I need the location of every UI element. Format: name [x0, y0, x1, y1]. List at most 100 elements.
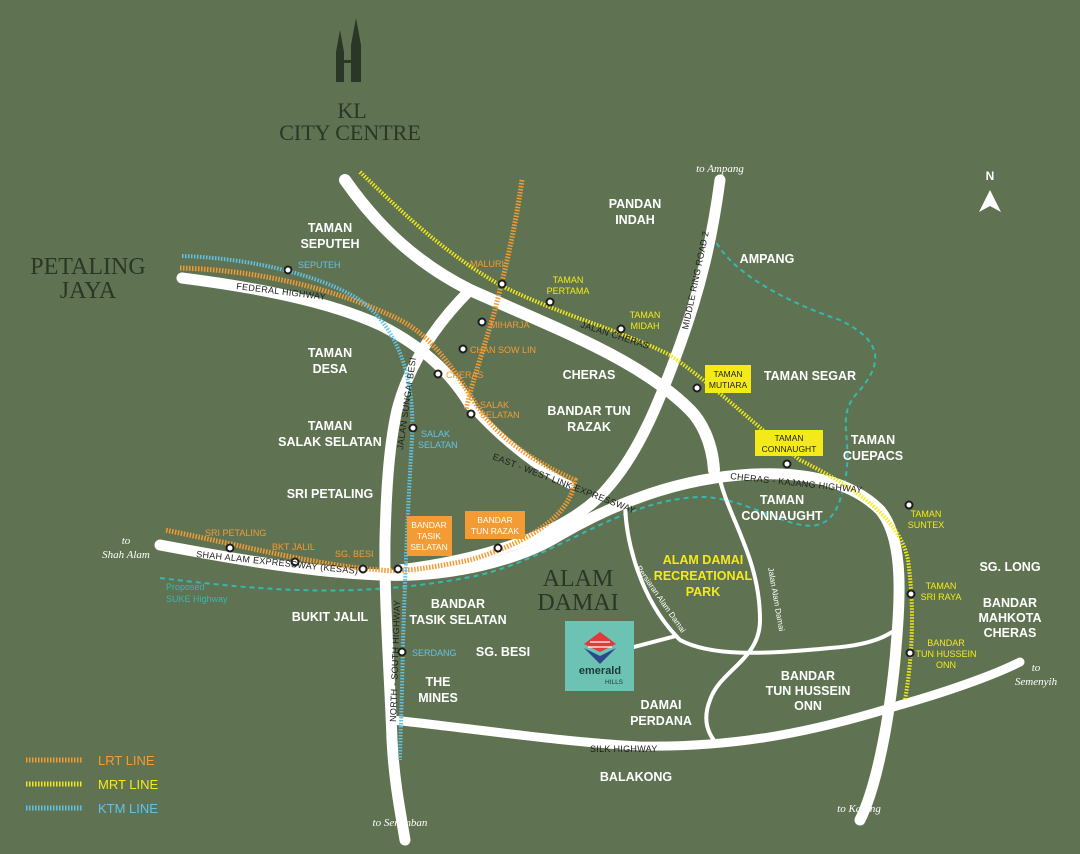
landmark-line2: CITY CENTRE	[279, 120, 421, 145]
svg-text:MALURI: MALURI	[470, 259, 504, 269]
svg-text:BANDAR: BANDAR	[477, 515, 512, 525]
svg-text:TUN HUSSEIN: TUN HUSSEIN	[915, 649, 976, 659]
svg-text:SG. BESI: SG. BESI	[476, 645, 530, 659]
lrt-box-bandar-tasik-selatan	[407, 516, 452, 556]
svg-text:TUN HUSSEIN: TUN HUSSEIN	[766, 684, 851, 698]
svg-text:TAMAN: TAMAN	[926, 581, 957, 591]
svg-text:CHERAS: CHERAS	[984, 626, 1037, 640]
lrt-station-labels: MALURI MIHARJA CHAN SOW LIN CHERAS SALAK…	[205, 259, 536, 559]
persiaran-spur	[628, 634, 678, 650]
svg-text:BANDAR: BANDAR	[781, 669, 835, 683]
svg-text:SRI RAYA: SRI RAYA	[921, 592, 962, 602]
svg-text:PERTAMA: PERTAMA	[547, 286, 590, 296]
north-arrow-icon	[979, 190, 1001, 212]
svg-text:TUN RAZAK: TUN RAZAK	[471, 526, 520, 536]
svg-text:Jalan Alam Damai: Jalan Alam Damai	[766, 567, 786, 632]
region-damai: DAMAI	[537, 590, 618, 616]
svg-text:SALAK: SALAK	[480, 400, 509, 410]
mrt-box-taman-mutiara	[705, 365, 751, 393]
svg-text:SEPUTEH: SEPUTEH	[300, 237, 359, 251]
svg-text:TAMAN: TAMAN	[851, 433, 895, 447]
svg-text:MAHKOTA: MAHKOTA	[979, 611, 1042, 625]
svg-text:TAMAN: TAMAN	[308, 221, 352, 235]
lrt-lines	[164, 179, 578, 574]
svg-text:SELATAN: SELATAN	[418, 440, 458, 450]
direction-labels: to Ampang to Shah Alam to Semenyih to Se…	[102, 163, 1057, 829]
region-petaling: PETALING	[30, 254, 145, 280]
region-jaya: JAYA	[60, 278, 117, 304]
svg-text:CHERAS: CHERAS	[446, 370, 484, 380]
svg-text:BUKIT JALIL: BUKIT JALIL	[292, 610, 369, 624]
svg-text:SELATAN: SELATAN	[480, 410, 520, 420]
suke-label-line2: SUKE Highway	[166, 594, 228, 604]
svg-text:ONN: ONN	[794, 699, 822, 713]
svg-text:PERDANA: PERDANA	[630, 714, 692, 728]
legend-ktm: KTM LINE	[98, 801, 158, 816]
svg-text:to Seremban: to Seremban	[373, 817, 428, 829]
suke-label-line1: Proposed	[166, 582, 205, 592]
svg-text:Semenyih: Semenyih	[1015, 676, 1058, 688]
svg-text:RAZAK: RAZAK	[567, 420, 611, 434]
silk-highway-road	[387, 657, 1025, 751]
svg-text:Shah Alam: Shah Alam	[102, 549, 150, 561]
svg-text:TAMAN: TAMAN	[630, 310, 661, 320]
svg-text:TAMAN: TAMAN	[774, 433, 803, 443]
svg-text:BANDAR: BANDAR	[431, 597, 485, 611]
svg-text:DESA: DESA	[313, 362, 348, 376]
svg-text:SILK HIGHWAY: SILK HIGHWAY	[590, 744, 658, 754]
svg-text:TAMAN: TAMAN	[553, 275, 584, 285]
svg-text:TAMAN SEGAR: TAMAN SEGAR	[764, 369, 856, 383]
legend-lrt: LRT LINE	[98, 753, 155, 768]
svg-text:TAMAN: TAMAN	[308, 346, 352, 360]
svg-text:BANDAR TUN: BANDAR TUN	[547, 404, 630, 418]
svg-text:SRI PETALING: SRI PETALING	[287, 487, 374, 501]
svg-text:INDAH: INDAH	[615, 213, 655, 227]
svg-text:BANDAR: BANDAR	[983, 596, 1037, 610]
svg-text:MIDAH: MIDAH	[631, 321, 660, 331]
svg-text:BKT JALIL: BKT JALIL	[272, 542, 315, 552]
mrt-station-labels: TAMAN PERTAMA TAMAN MIDAH TAMAN SUNTEX T…	[547, 275, 977, 670]
ktm-station-labels: SEPUTEH SALAK SELATAN SERDANG	[298, 260, 458, 658]
suke-highway-line	[159, 239, 877, 592]
svg-text:ONN: ONN	[936, 660, 956, 670]
logo-name: emerald	[579, 665, 621, 677]
mrt-box-taman-connaught	[755, 430, 823, 456]
twin-towers-icon	[336, 18, 361, 82]
legend: LRT LINE MRT LINE KTM LINE	[26, 753, 159, 816]
svg-text:MIHARJA: MIHARJA	[490, 320, 530, 330]
jalan-alam-damai-road	[704, 478, 762, 747]
svg-text:THE: THE	[426, 675, 451, 689]
svg-text:SG. BESI: SG. BESI	[335, 549, 374, 559]
svg-text:CHERAS: CHERAS	[563, 368, 616, 382]
svg-text:DAMAI: DAMAI	[641, 698, 682, 712]
svg-text:to: to	[122, 535, 131, 547]
svg-text:SEPUTEH: SEPUTEH	[298, 260, 341, 270]
mrt-line	[358, 170, 914, 701]
compass-label: N	[986, 169, 995, 183]
svg-text:CHAN SOW LIN: CHAN SOW LIN	[470, 345, 536, 355]
svg-text:SALAK SELATAN: SALAK SELATAN	[278, 435, 382, 449]
svg-text:BALAKONG: BALAKONG	[600, 770, 672, 784]
svg-text:CONNAUGHT: CONNAUGHT	[741, 509, 823, 523]
park-line3: PARK	[686, 585, 721, 599]
federal-highway-road	[176, 272, 476, 411]
emerald-gem-icon	[584, 632, 616, 664]
svg-text:TAMAN: TAMAN	[713, 369, 742, 379]
svg-text:BANDAR: BANDAR	[927, 638, 965, 648]
svg-text:AMPANG: AMPANG	[740, 252, 795, 266]
landmark-line1: KL	[337, 98, 366, 123]
legend-mrt: MRT LINE	[98, 777, 159, 792]
svg-text:to Ampang: to Ampang	[696, 163, 744, 175]
svg-text:to Kajang: to Kajang	[837, 803, 881, 815]
persiaran-alam-damai-road	[623, 498, 894, 655]
svg-text:BANDAR: BANDAR	[411, 520, 446, 530]
jalan-sungai-besi-road	[379, 284, 476, 846]
svg-text:CUEPACS: CUEPACS	[843, 449, 903, 463]
lrt-box-bandar-tun-razak	[465, 511, 525, 539]
jalan-cheras-road	[339, 174, 720, 476]
region-alam: ALAM	[543, 566, 614, 592]
svg-text:SUNTEX: SUNTEX	[908, 520, 945, 530]
svg-text:TAMAN: TAMAN	[760, 493, 804, 507]
svg-text:SG. LONG: SG. LONG	[979, 560, 1040, 574]
